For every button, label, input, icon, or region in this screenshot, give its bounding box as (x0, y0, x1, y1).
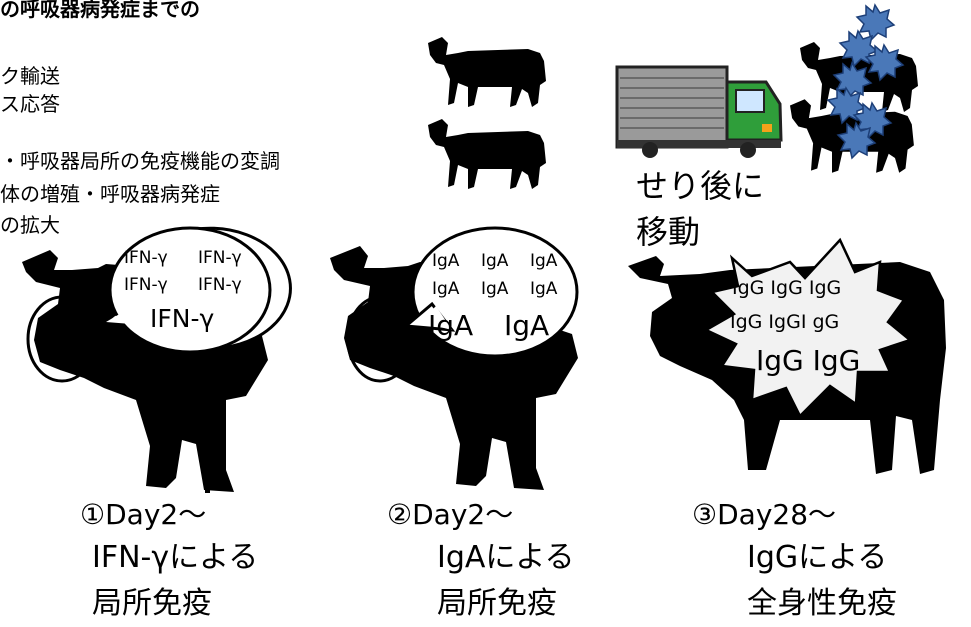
bubble-text: IgG IgG (756, 344, 860, 377)
bubble-text: IFN-γ (198, 275, 242, 295)
ifn-bubble (104, 226, 292, 354)
bubble-text: IgA (530, 251, 558, 271)
bubble-text: IgA (504, 309, 549, 342)
move-label: せり後に 移動 (636, 167, 765, 251)
stage-line2: 局所免疫 (437, 586, 557, 621)
bubble-text: IgA (481, 279, 509, 299)
bubble-text: IFN-γ (150, 304, 214, 333)
bubble-text: IgA (481, 251, 509, 271)
bubble-text: IFN-γ (124, 275, 168, 295)
bubble-text: IgA (432, 251, 460, 271)
truck-icon (615, 65, 783, 158)
stage-line1: IgAによる (437, 540, 575, 575)
stage-day: ②Day2～ (387, 498, 514, 531)
stage-line2: 局所免疫 (92, 586, 212, 621)
stage-line1: IgGによる (747, 540, 888, 575)
cow-icon (428, 37, 546, 107)
bullet-dot (205, 488, 210, 493)
bullet-item: 体の増殖・呼吸器病発症 (0, 182, 220, 206)
bubble-text: IgG IgGI gG (730, 311, 839, 333)
bubble-text: IgA (428, 309, 473, 342)
bubble-text: IgA (530, 279, 558, 299)
bubble-text: IFN-γ (198, 248, 242, 268)
stage-day: ③Day28～ (692, 498, 837, 531)
iga-bubble (402, 226, 579, 358)
cow-icon (428, 119, 546, 189)
stage-day: ①Day2～ (80, 498, 207, 531)
stage-line2: 全身性免疫 (747, 586, 897, 621)
bullet-item: ス応答 (0, 92, 60, 116)
bullet-item: の拡大 (0, 213, 60, 237)
igg-burst (703, 237, 913, 419)
stage-line1: IFN-γによる (92, 540, 259, 575)
bubble-text: IgA (432, 279, 460, 299)
diagram-title: の呼吸器病発症までの (0, 0, 200, 21)
bullet-item: ク輸送 (0, 64, 60, 88)
bubble-text: IFN-γ (124, 248, 168, 268)
bubble-text: IgG IgG IgG (732, 277, 841, 299)
bullet-item: ・呼吸器局所の免疫機能の変調 (0, 149, 280, 173)
